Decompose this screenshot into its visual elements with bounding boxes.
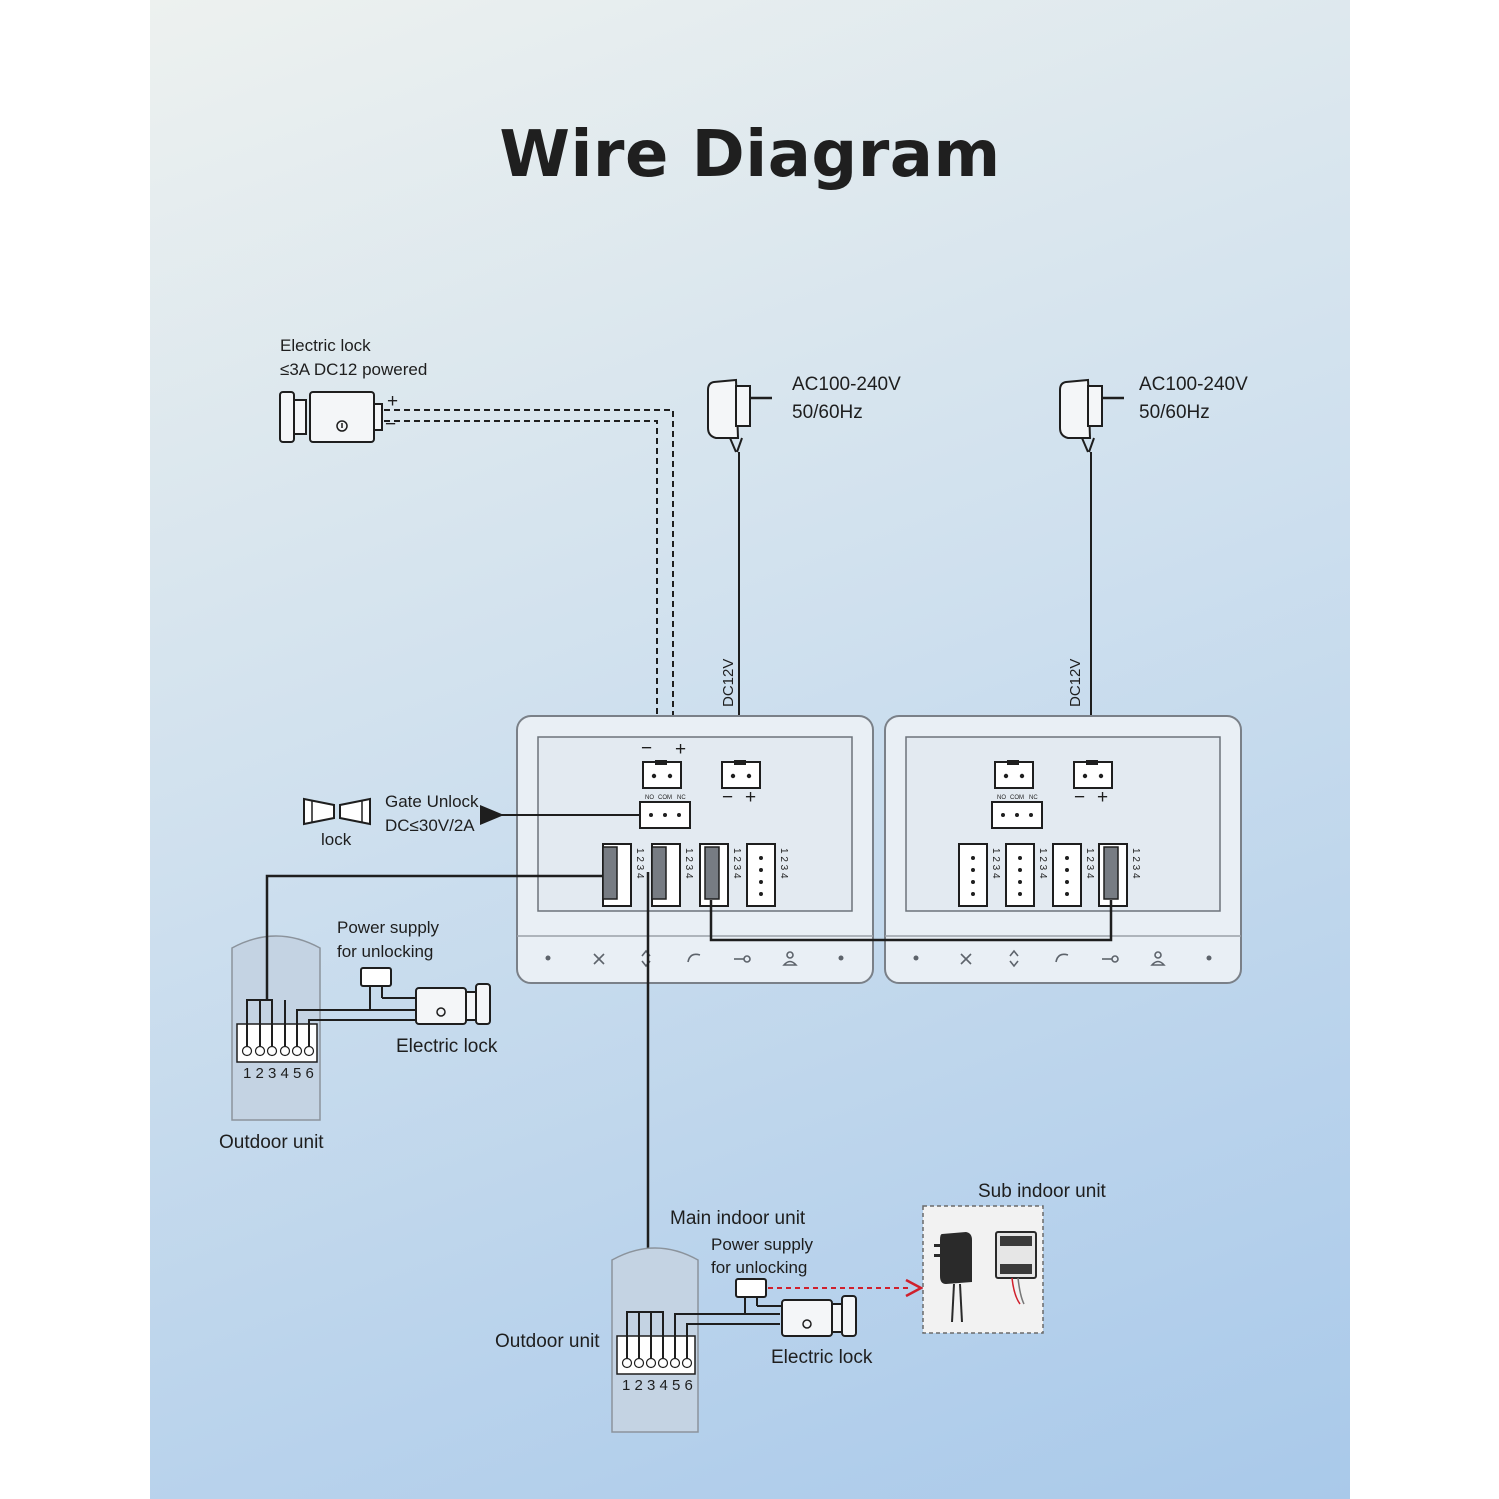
main-power-minus: − [722,787,733,808]
sub-relay-no: NO [997,795,1006,801]
power-adapter-left-icon [707,378,772,453]
dc-label-right: DC12V [1067,659,1084,707]
outdoor-unit-left [231,935,321,1121]
adapter-right-voltage: AC100-240V [1139,374,1248,395]
main-indoor-label: Main indoor unit [670,1208,806,1229]
lock-top-minus: − [385,414,396,435]
sub-power-plus: + [1097,787,1108,808]
power-supply-bottom-icon [735,1278,784,1314]
page-title: Wire Diagram [499,118,1001,192]
sub-port-1 [958,843,988,907]
sub-relay-com: COM [1010,795,1024,801]
adapter-left-voltage: AC100-240V [792,374,901,395]
main-relay-connector [639,801,691,829]
sub-unit-arrow-icon [905,1278,924,1298]
sub-monitor-buttons [913,949,1212,968]
sub-lock-connector [994,760,1034,789]
gate-lock-icon [303,797,371,826]
main-power-connector [721,760,761,789]
dot-icon [913,955,919,961]
power-adapter-right-icon [1059,378,1124,453]
tools-icon [960,953,972,965]
outdoor-left-power-label: Power supply [337,918,440,937]
sub-port-4-pins: 1 2 3 4 [1130,848,1141,879]
dot-icon [838,955,844,961]
main-relay-com: COM [658,795,672,801]
outdoor-bottom-terminals [621,1357,693,1369]
outdoor-bottom-label: Outdoor unit [495,1331,600,1352]
lock-top-plus: + [387,391,398,412]
user-icon [1150,951,1166,966]
sub-port-2 [1005,843,1035,907]
sub-power-minus: − [1074,787,1085,808]
sub-port-2-pins: 1 2 3 4 [1037,848,1048,879]
main-port-2 [651,843,681,907]
sub-relay-nc: NC [1029,795,1038,801]
main-port-3-pins: 1 2 3 4 [731,848,742,879]
electric-lock-left-icon [415,983,491,1025]
main-relay-nc: NC [677,795,686,801]
main-lock-minus: − [641,738,652,759]
outdoor-unit-bottom [611,1247,699,1433]
tools-icon [593,953,605,965]
main-lock-connector [642,760,682,789]
gate-lock-label: lock [321,830,352,849]
outdoor-bottom-pins: 1 2 3 4 5 6 [622,1377,693,1394]
phone-icon [687,953,701,963]
outdoor-left-lock-label: Electric lock [396,1036,498,1057]
sub-power-connector [1073,760,1113,789]
main-relay-no: NO [645,795,654,801]
main-power-plus: + [745,787,756,808]
gate-unlock-label: Gate Unlock [385,792,479,811]
main-monitor [516,715,874,984]
sub-adapter-icon [934,1232,972,1323]
dot-icon [545,955,551,961]
outdoor-bottom-power-label: Power supply [711,1235,814,1254]
adapter-left-frequency: 50/60Hz [792,402,863,423]
phone-icon [1055,953,1069,963]
outdoor-left-pin-wires [246,999,420,1046]
dashed-wire-minus [384,420,658,748]
gate-unlock-spec: DC≤30V/2A [385,816,475,835]
adapter-right-frequency: 50/60Hz [1139,402,1210,423]
key-icon [1102,955,1119,963]
main-port-3 [699,843,729,907]
outdoor-left-terminals [241,1045,315,1057]
sub-port-3 [1052,843,1082,907]
up-down-icon [1009,949,1019,968]
outdoor-left-label: Outdoor unit [219,1132,324,1153]
outdoor-left-power-label-2: for unlocking [337,942,433,961]
dashed-wire-plus [384,409,674,748]
wire-monitor-link [709,900,1113,942]
sub-port-4 [1098,843,1128,907]
power-supply-left-icon [360,967,420,1010]
electric-lock-top-icon [279,391,383,443]
sub-indoor-label: Sub indoor unit [978,1181,1107,1202]
user-icon [782,951,798,966]
outdoor-bottom-lock-label: Electric lock [771,1347,873,1368]
main-lock-plus: + [675,739,686,760]
electric-lock-top-spec: ≤3A DC12 powered [280,360,427,379]
main-port-4-pins: 1 2 3 4 [778,848,789,879]
electric-lock-bottom-icon [781,1295,857,1337]
sub-port-3-pins: 1 2 3 4 [1084,848,1095,879]
outdoor-bottom-power-label-2: for unlocking [711,1258,807,1277]
dc-label-left: DC12V [720,659,737,707]
main-port-1 [602,843,632,907]
sub-port-1-pins: 1 2 3 4 [990,848,1001,879]
main-port-1-pins: 1 2 3 4 [634,848,645,879]
sub-relay-connector [991,801,1043,829]
key-icon [734,955,751,963]
dot-icon [1206,955,1212,961]
main-port-2-pins: 1 2 3 4 [683,848,694,879]
electric-lock-top-label: Electric lock [280,336,371,355]
sub-distributor-icon [995,1231,1037,1305]
main-port-4 [746,843,776,907]
outdoor-left-pins: 1 2 3 4 5 6 [243,1065,314,1082]
wire-outdoor-left-to-main [265,874,603,1000]
